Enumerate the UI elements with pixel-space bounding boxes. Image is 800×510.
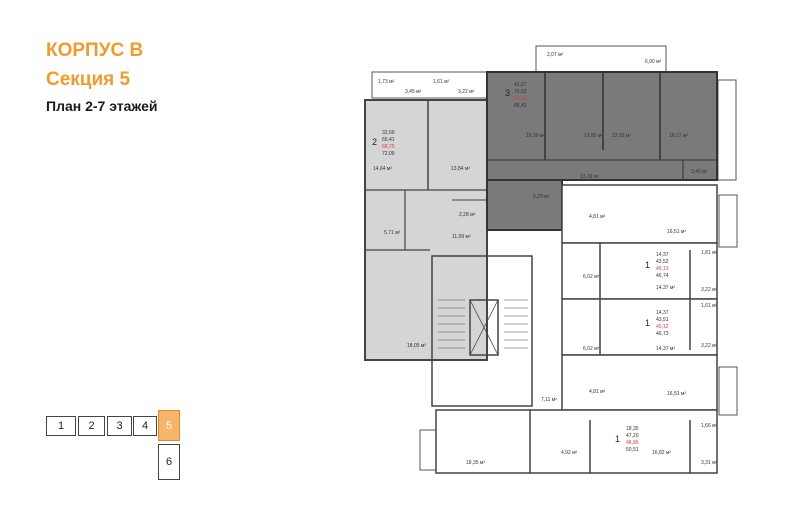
room-area-label: 3,45 м² (405, 89, 422, 95)
balcony-bottom-left (419, 429, 437, 471)
apartment-2-rooms: 2 (372, 137, 377, 147)
room-area-label: 11,09 м² (452, 234, 471, 240)
room-area-label: 15,39 м² (526, 133, 545, 139)
room-area-label: 13,39 м² (580, 174, 599, 180)
section-button-6[interactable]: 6 (158, 444, 180, 480)
room-area-label: 3,22 м² (458, 89, 475, 95)
balcony-right-top (717, 79, 737, 181)
room-area-label: 5,29 м² (533, 194, 550, 200)
apartment-1-upper[interactable] (561, 184, 718, 300)
room-area-label: 1,73 м² (378, 79, 395, 85)
section-title: Секция 5 (46, 69, 131, 90)
room-area-label: 1,66 м² (701, 423, 718, 429)
room-area-label: 12,95 м² (584, 133, 603, 139)
room-area-label: 1,61 м² (701, 303, 718, 309)
room-area-label: 3,40 м² (691, 169, 708, 175)
apartment-1-middle[interactable] (561, 298, 718, 411)
apartment-1c-area-d: 50,51 (626, 447, 639, 453)
room-area-label: 14,37 м² (656, 346, 675, 352)
building-title: КОРПУС В (46, 40, 144, 61)
apartment-1b-rooms: 1 (645, 318, 650, 328)
apartment-1a-area-c: 45,13 (656, 266, 669, 272)
section-button-1[interactable]: 1 (46, 416, 76, 436)
apartment-2-area-d: 72,09 (382, 151, 395, 157)
room-area-label: 3,31 м² (701, 460, 718, 466)
stair-lift-core (431, 255, 533, 407)
room-area-label: 4,81 м² (589, 389, 606, 395)
apartment-1c-rooms: 1 (615, 434, 620, 444)
apartment-1c-area-a: 18,35 (626, 426, 639, 432)
apartment-1b-area-b: 43,51 (656, 317, 669, 323)
room-area-label: 1,61 м² (433, 79, 450, 85)
apartment-1a-area-a: 14,37 (656, 252, 669, 258)
room-area-label: 14,37 м² (656, 285, 675, 291)
apartment-1b-area-d: 46,73 (656, 331, 669, 337)
apartment-1a-area-b: 43,52 (656, 259, 669, 265)
room-area-label: 16,51 м² (667, 391, 686, 397)
apartment-3-area-c: 81,34 (514, 96, 527, 102)
floor-plan-title: План 2-7 этажей (46, 98, 158, 114)
balcony-right-1 (718, 194, 738, 248)
room-area-label: 4,81 м² (589, 214, 606, 220)
room-area-label: 18,35 м² (466, 460, 485, 466)
room-area-label: 7,11 м² (541, 397, 557, 403)
apartment-3-area-b: 75,52 (514, 89, 527, 95)
room-area-label: 2,28 м² (459, 212, 476, 218)
room-area-label: 3,22 м² (701, 343, 718, 349)
section-button-2[interactable]: 2 (78, 416, 105, 436)
apartment-3[interactable] (486, 71, 718, 231)
apartment-3-area-a: 41,97 (514, 82, 527, 88)
apartment-2-area-c: 68,75 (382, 144, 395, 150)
apartment-3-rooms: 3 (505, 88, 510, 98)
apartment-1b-area-a: 14,37 (656, 310, 669, 316)
room-area-label: 6,02 м² (583, 274, 600, 280)
room-area-label: 18,05 м² (407, 343, 426, 349)
balcony-right-2 (718, 366, 738, 416)
apartment-1c-area-c: 48,86 (626, 440, 639, 446)
apartment-1b-area-c: 45,12 (656, 324, 669, 330)
apartment-1a-rooms: 1 (645, 260, 650, 270)
apartment-2[interactable] (364, 99, 488, 361)
apartment-2-area-b: 65,41 (382, 137, 395, 143)
room-area-label: 6,90 м² (645, 59, 662, 65)
room-area-label: 4,92 м² (561, 450, 578, 456)
room-area-label: 16,51 м² (667, 229, 686, 235)
section-button-3[interactable]: 3 (107, 416, 132, 436)
apartment-2-area-a: 32,69 (382, 130, 395, 136)
room-area-label: 5,71 м² (384, 230, 401, 236)
room-area-label: 2,07 м² (547, 52, 564, 58)
apartment-1a-area-d: 46,74 (656, 273, 669, 279)
room-area-label: 16,17 м² (669, 133, 688, 139)
room-area-label: 13,84 м² (451, 166, 470, 172)
room-area-label: 3,22 м² (701, 287, 718, 293)
apartment-1-lower[interactable] (435, 409, 718, 474)
section-button-4[interactable]: 4 (133, 416, 157, 436)
section-button-5[interactable]: 5 (158, 410, 180, 441)
room-area-label: 16,82 м² (652, 450, 671, 456)
room-area-label: 14,64 м² (373, 166, 392, 172)
room-area-label: 6,02 м² (583, 346, 600, 352)
apartment-1c-area-b: 47,20 (626, 433, 639, 439)
room-area-label: 12,93 м² (612, 133, 631, 139)
room-area-label: 1,81 м² (701, 250, 718, 256)
apartment-3-area-d: 86,42 (514, 103, 527, 109)
